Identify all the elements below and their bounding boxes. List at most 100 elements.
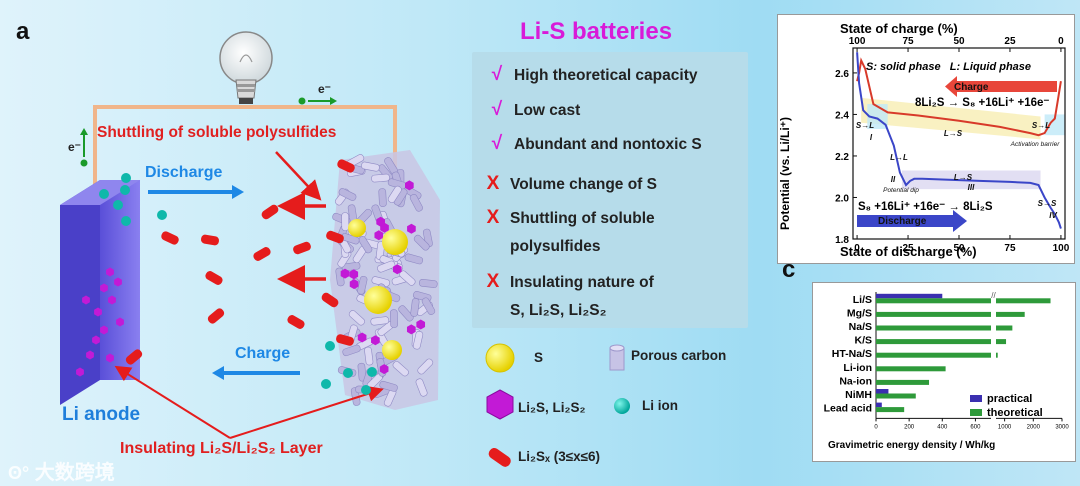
x-tick-label: 0 [874,424,878,430]
curve-annotation: S→L [856,121,874,130]
category-label: Na/S [849,321,872,333]
y-tick-label: 2.0 [835,193,849,204]
category-label: Lead acid [824,403,872,415]
carbon-cylinder [387,185,402,204]
li2s-hexagon [114,277,122,287]
x-tick-label: 50 [953,243,965,254]
li2s-hexagon [100,283,108,293]
top-axis-title: State of charge (%) [840,21,958,36]
curve-annotation: S→S [1038,199,1057,208]
theoretical-bar [876,379,930,385]
carbon-cylinder [371,173,390,183]
li2s-hexagon [374,230,384,241]
electron-label-top: e⁻ [318,82,332,96]
li2sx-capsule [287,315,305,329]
li-ion [121,173,131,183]
li2s-icon [486,389,514,420]
theoretical-bar-ext [996,311,1025,317]
li2s-hexagon [376,216,385,227]
li2sx-capsule [207,308,225,324]
carbon-cylinder [410,298,420,317]
li2s-hexagon [379,364,389,375]
curve-annotation: L→L [890,153,908,162]
charge-label: Charge [235,345,291,362]
carbon-cylinder [412,330,424,350]
x-tick-label: 400 [937,424,948,430]
category-label: NiMH [845,389,872,401]
x-tick-label: 25 [902,243,914,254]
li-ion [321,379,331,389]
li-ion [113,200,123,210]
legend-porous-carbon: Porous carbon [631,348,727,363]
y-tick-label: 2.2 [835,152,849,163]
li2s-hexagon [92,335,100,345]
li2s-hexagon [82,295,90,305]
theoretical-bar-ext [996,298,1051,304]
carbon-cylinder [421,297,436,315]
carbon-cylinder [404,253,424,265]
curve-annotation: Activation barrier [1010,141,1061,148]
li-ion [367,367,377,377]
li2s-hexagon [416,319,426,330]
li2sx-capsule [161,231,179,245]
li2s-hexagon [349,269,359,280]
carbon-cylinder [375,241,385,260]
legend-li2sx: Li₂Sₓ (3≤x≤6) [518,449,601,464]
category-label: Mg/S [847,307,872,319]
electron-dot-top [298,97,306,105]
insulating-layer-label: Insulating Li₂S/Li₂S₂ Layer [120,440,323,457]
li-ion [343,368,353,378]
panel-c-letter: c [782,256,796,283]
carbon-cylinder [364,346,374,366]
legend-practical-swatch [970,395,982,402]
watermark: ʘ° 大数跨境 [8,462,115,484]
category-label: Na-ion [839,375,872,387]
curve-annotation: Potential dip [883,187,919,194]
x-tick-label: 100 [1053,243,1070,254]
li2s-hexagon [407,223,416,234]
category-label: Li/S [853,294,872,306]
charge-curve [856,57,1062,137]
li2s-hexagon [86,350,94,360]
category-label: Li-ion [843,362,872,374]
x-tick-label: 200 [904,424,915,430]
pro-item: √Abundant and nontoxic S [491,133,702,154]
curve-annotation: L→S [944,129,963,138]
li-anode-label: Li anode [62,404,141,425]
curve-annotation: III [968,183,975,192]
theoretical-bar [876,407,905,413]
sulfur-particle [364,286,392,314]
charge-equation: 8Li₂S → S₈ +16Li⁺ +16e⁻ [915,97,1050,109]
carbon-cylinder [389,309,398,328]
charge-arrow-label: Charge [954,82,989,93]
con-item-continued: S, Li₂S, Li₂S₂ [510,302,607,319]
category-label: HT-Na/S [832,348,872,360]
energy-density-chart: //Li/SMg/SNa/SK/SHT-Na/SLi-ionNa-ionNiMH… [824,291,1070,430]
carbon-cylinder [357,275,368,295]
electron-label-left: e⁻ [68,140,82,154]
li-ion [120,185,130,195]
curve-annotation: L→S [954,173,973,182]
carbon-cylinder [418,279,438,288]
carbon-cylinder [379,380,398,392]
battery-schematic [60,31,440,439]
top-tick-label: 75 [902,36,914,47]
carbon-cylinder [341,212,350,231]
panel-a-letter: a [16,18,30,45]
carbon-cylinder [358,235,373,254]
li2s-hexagon [76,367,84,377]
li-ion [157,210,167,220]
carbon-cylinder [417,358,434,375]
legend-s: S [534,350,544,365]
carbon-cylinder [415,378,428,397]
theoretical-bar-ext [996,325,1013,331]
li2sx-capsule [337,159,355,173]
practical-bar [876,293,943,299]
li2sx-icon [488,447,511,467]
top-tick-label: 25 [1004,36,1016,47]
discharge-arrow-head [953,210,967,232]
phase-note: S: solid phase L: Liquid phase [866,61,1032,73]
carbon-cylinder [342,344,361,357]
li2s-deposits [76,267,124,377]
